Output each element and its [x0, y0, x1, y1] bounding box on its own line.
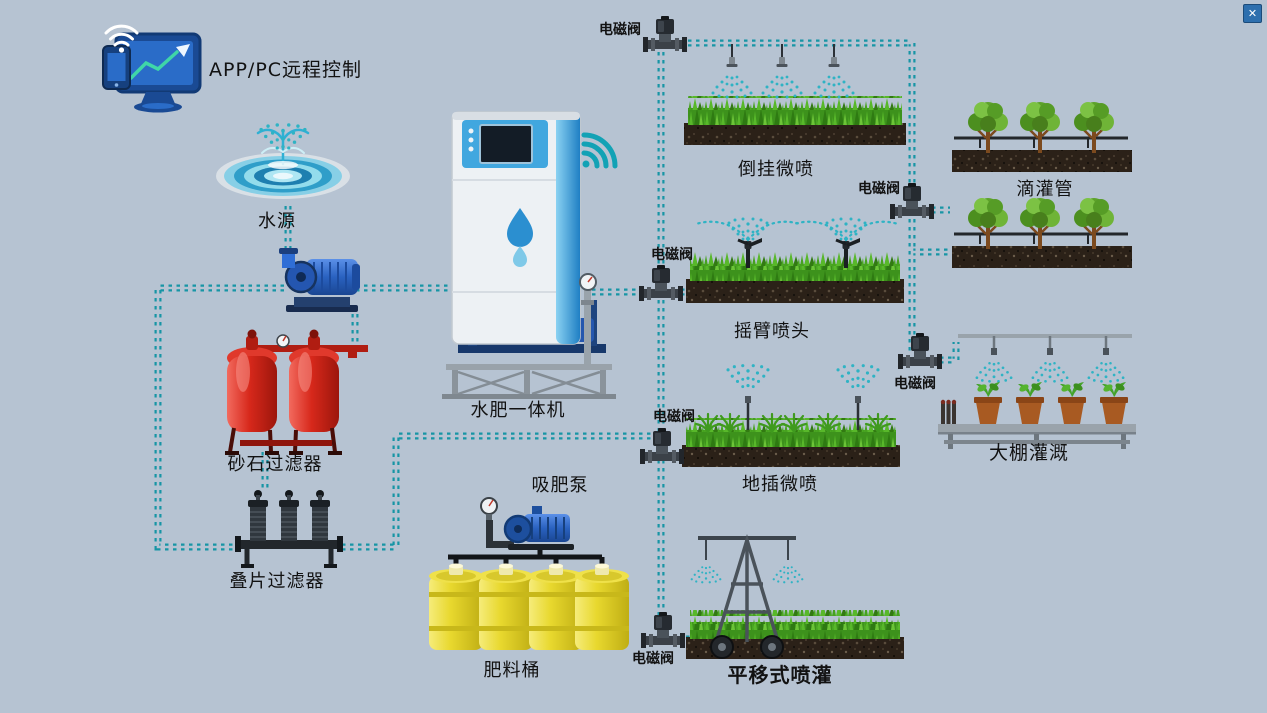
water-pump-graphic — [279, 248, 360, 312]
drip-line-orchard-graphic — [952, 100, 1132, 268]
label-fertigation-machine: 水肥一体机 — [470, 400, 566, 421]
remote-monitor-icon — [102, 24, 202, 113]
label-sand-filter: 砂石过滤器 — [227, 454, 323, 475]
label-greenhouse-irrigation: 大棚灌溉 — [988, 442, 1070, 464]
label-solenoid-valve-ground: 电磁阀 — [653, 409, 695, 425]
label-lateral-move-irrigator: 平移式喷灌 — [727, 663, 833, 687]
label-solenoid-valve-drip: 电磁阀 — [858, 181, 900, 197]
ground-micro-spray-graphic — [682, 364, 900, 467]
sand-filter-graphic — [225, 329, 368, 455]
rocker-sprinkler-graphic — [686, 217, 904, 303]
solenoid-valve-graphic — [641, 612, 685, 648]
label-disc-filter: 叠片过滤器 — [229, 571, 325, 592]
label-water-source: 水源 — [258, 211, 296, 232]
fertigation-machine-graphic — [442, 111, 618, 399]
label-rocker-arm-sprinkler: 摇臂喷头 — [734, 321, 810, 342]
close-button[interactable]: ✕ — [1243, 4, 1262, 23]
label-suction-pump: 吸肥泵 — [531, 475, 589, 496]
inverted-micro-spray-graphic — [684, 43, 906, 145]
water-source-graphic — [216, 123, 350, 199]
wifi-icon — [581, 132, 618, 169]
label-solenoid-valve-rocker: 电磁阀 — [651, 247, 693, 263]
label-remote-control: APP/PC远程控制 — [209, 59, 363, 81]
solenoid-valve-graphic — [639, 265, 683, 301]
disc-filter-graphic — [235, 490, 343, 568]
label-drip-line: 滴灌管 — [1016, 179, 1074, 200]
lateral-move-irrigator-graphic — [686, 533, 904, 659]
solenoid-valve-graphic — [640, 428, 684, 464]
suction-pump-graphic — [480, 497, 574, 550]
label-inverted-micro-spray: 倒挂微喷 — [738, 159, 814, 180]
fertilizer-manifold-graphic — [448, 544, 605, 568]
solenoid-valve-graphic — [898, 333, 942, 369]
label-solenoid-valve-lateral: 电磁阀 — [632, 651, 674, 667]
wifi-icon — [104, 24, 139, 47]
label-ground-micro-spray: 地插微喷 — [742, 474, 818, 495]
greenhouse-irrigation-graphic — [938, 334, 1136, 449]
solenoid-valve-graphic — [643, 16, 687, 52]
close-icon: ✕ — [1247, 7, 1258, 20]
label-fertilizer-barrels: 肥料桶 — [483, 660, 541, 681]
label-solenoid-valve-greenhouse: 电磁阀 — [894, 376, 936, 392]
fertilizer-barrels-graphic — [429, 563, 629, 650]
label-solenoid-valve-top: 电磁阀 — [599, 22, 641, 38]
